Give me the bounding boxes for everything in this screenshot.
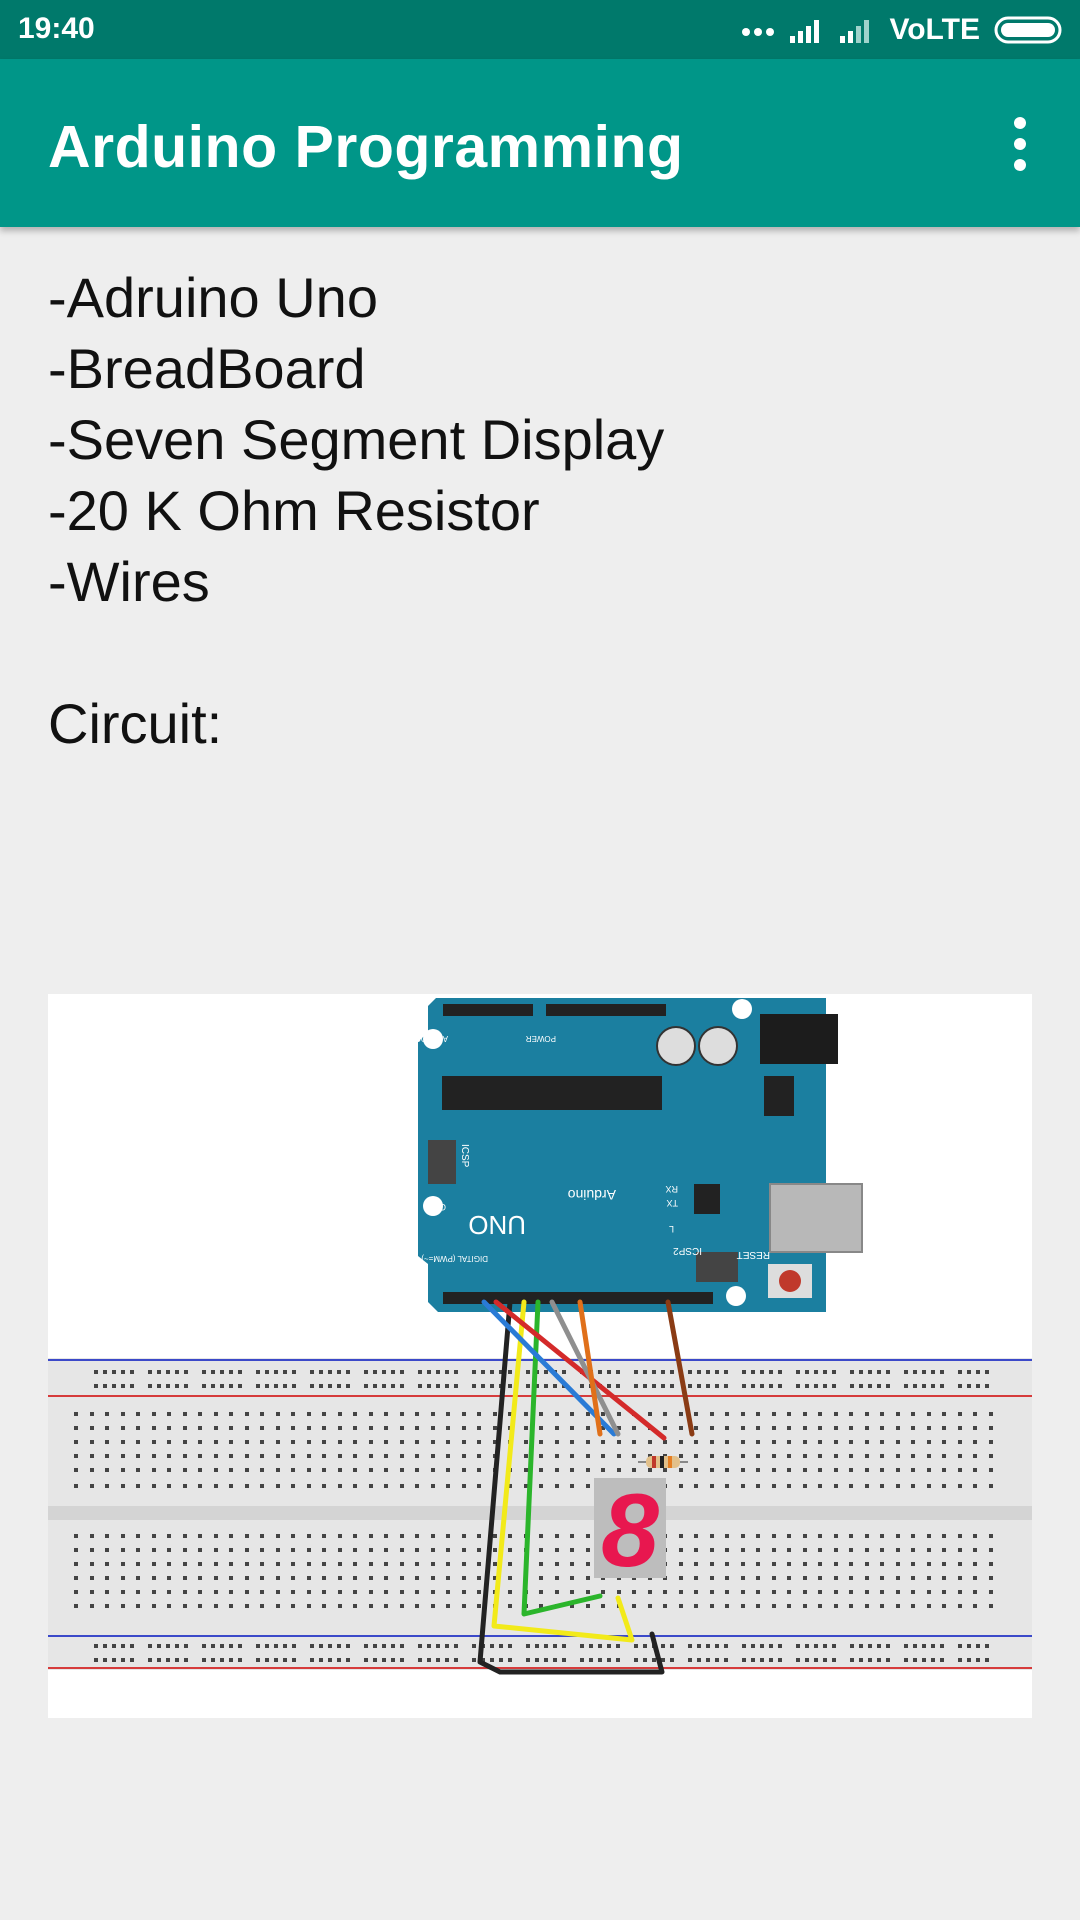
content-text: -Adruino Uno -BreadBoard -Seven Segment …	[48, 262, 1048, 759]
rx-label: RX	[665, 1184, 678, 1194]
app-title: Arduino Programming	[48, 114, 684, 180]
battery-icon	[994, 16, 1062, 44]
overflow-menu-icon[interactable]	[990, 109, 1050, 179]
power-label: POWER	[526, 1034, 556, 1043]
wire-green	[521, 1299, 603, 1617]
wire-orange	[577, 1299, 603, 1437]
wire-yellow	[491, 1299, 635, 1643]
circuit-label: Circuit:	[48, 692, 223, 755]
component-item: -Wires	[48, 550, 210, 613]
signal-icon-2	[840, 20, 870, 43]
tx-label: TX	[666, 1198, 678, 1208]
status-icons: VoLTE	[741, 10, 1066, 50]
digital-label: DIGITAL (PWM=~)	[421, 1254, 488, 1263]
status-bar: 19:40 VoLTE	[0, 0, 1080, 59]
seven-segment-display: 8	[594, 1473, 666, 1589]
arduino-board: UNO Arduino ICSP ICSP2 RESET ON TX RX L …	[404, 998, 863, 1312]
component-item: -20 K Ohm Resistor	[48, 479, 540, 542]
circuit-diagram: UNO Arduino ICSP ICSP2 RESET ON TX RX L …	[48, 994, 1032, 1718]
wires	[477, 1299, 695, 1675]
status-time: 19:40	[18, 12, 95, 45]
wire-brown	[665, 1299, 695, 1437]
wire-gray	[549, 1299, 621, 1437]
breadboard	[48, 1358, 1032, 1670]
signal-icon	[790, 20, 820, 43]
wire-red	[493, 1299, 667, 1441]
component-item: -Seven Segment Display	[48, 408, 665, 471]
l-label: L	[669, 1224, 674, 1234]
component-item: -BreadBoard	[48, 337, 366, 400]
more-dots-icon	[742, 28, 775, 36]
resistor	[638, 1456, 688, 1468]
component-item: -Adruino Uno	[48, 266, 378, 329]
circuit-diagram-image: UNO Arduino ICSP ICSP2 RESET ON TX RX L …	[48, 998, 1032, 1675]
segment-digit: 8	[601, 1473, 659, 1589]
reset-label: RESET	[737, 1249, 770, 1260]
network-label: VoLTE	[889, 13, 980, 46]
icsp2-label: ICSP2	[673, 1245, 702, 1256]
analog-in-label: ANALOG IN	[404, 1034, 448, 1043]
arduino-logo: Arduino	[568, 1187, 616, 1203]
wire-blue	[481, 1299, 617, 1437]
uno-logo: UNO	[468, 1210, 526, 1240]
on-label: ON	[433, 1202, 447, 1212]
icsp-label: ICSP	[459, 1144, 470, 1168]
wire-black	[477, 1299, 665, 1675]
app-bar: Arduino Programming	[0, 59, 1080, 227]
